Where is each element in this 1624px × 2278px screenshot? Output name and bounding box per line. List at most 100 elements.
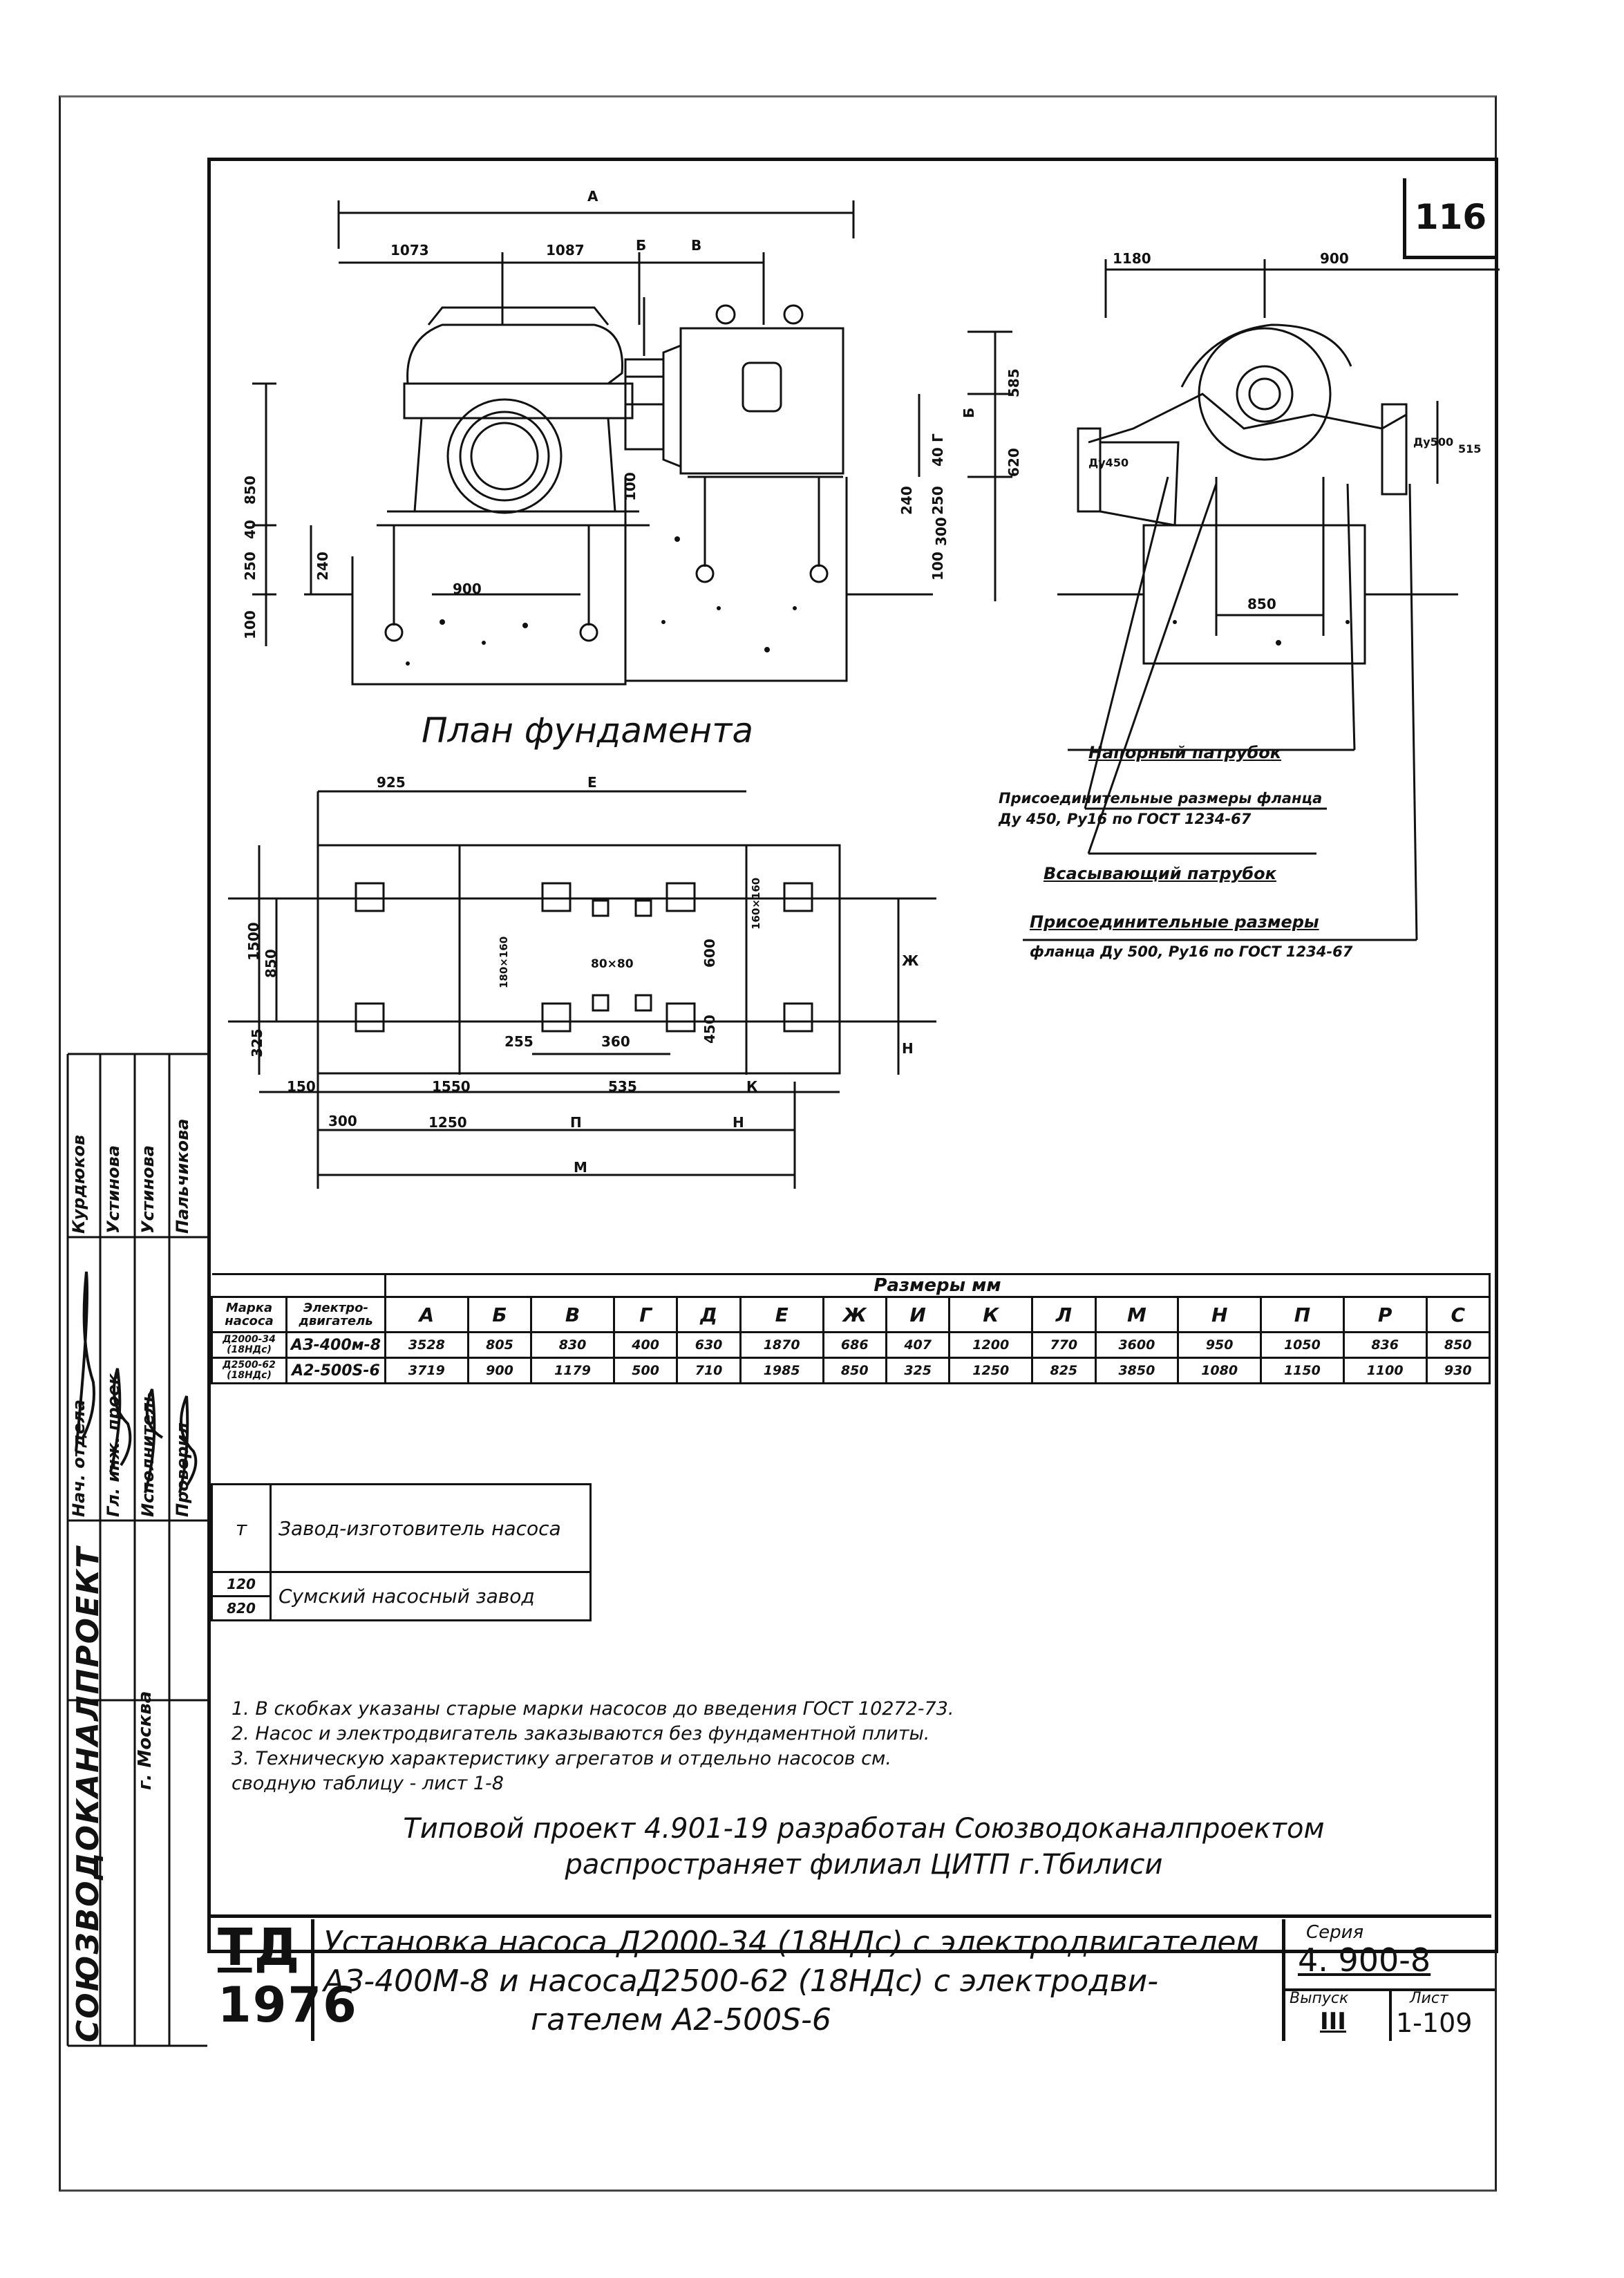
callout-suction-flange-1: Присоединительные размеры (1030, 912, 1319, 932)
typical-project-line-1: Типовой проект 4.901-19 разработан Союзв… (403, 1813, 1325, 1845)
col-B: Б (466, 1296, 533, 1333)
note-1: 1. В скобках указаны старые марки насосо… (232, 1698, 954, 1720)
plan-dim-255: 255 (504, 1033, 534, 1050)
row1-K: 1200 (948, 1331, 1034, 1359)
dim-40-left: 40 (242, 520, 258, 539)
dim-1087: 1087 (546, 242, 585, 258)
row1-V: 830 (530, 1331, 615, 1359)
row1-S: 850 (1425, 1331, 1491, 1359)
dim-300-side: 300 (933, 517, 950, 546)
col-R: Р (1342, 1296, 1428, 1333)
row2-P: 1150 (1260, 1357, 1345, 1384)
row2-L: 825 (1031, 1357, 1097, 1384)
dim-1073: 1073 (390, 242, 429, 258)
row2-N: 1080 (1177, 1357, 1263, 1384)
row1-D: 630 (676, 1331, 742, 1359)
signatures (75, 1271, 198, 1494)
plan-dim-360: 360 (601, 1033, 630, 1050)
row1-A: 3528 (384, 1331, 469, 1359)
row2-S: 930 (1425, 1357, 1491, 1384)
plan-dim-E: Е (587, 774, 597, 791)
side-name-4: Пальчикова (173, 1118, 192, 1234)
plan-dim-K: К (746, 1078, 758, 1095)
col-Zh: Ж (822, 1296, 887, 1333)
note-3: 3. Техническую характеристику агрегатов … (232, 1748, 891, 1769)
dim-B: Б (636, 237, 647, 254)
td-box (211, 1919, 314, 2041)
col-P: П (1260, 1296, 1345, 1333)
plan-dim-325: 325 (249, 1028, 265, 1057)
seria-value: 4. 900-8 (1298, 1941, 1431, 1979)
row2-A: 3719 (384, 1357, 469, 1384)
col-A: А (384, 1296, 469, 1333)
dim-A: А (587, 188, 598, 205)
dim-B-side: Б (961, 407, 977, 418)
col-pump: Марка насоса (211, 1296, 287, 1333)
row1-Zh: 686 (822, 1331, 887, 1359)
row1-motor: АЗ-400м-8 (285, 1331, 386, 1359)
row2-motor: А2-500S-6 (285, 1357, 386, 1384)
row2-I: 325 (885, 1357, 951, 1384)
dim-du450: Ду450 (1088, 456, 1129, 469)
col-S: С (1425, 1296, 1491, 1333)
plan-dim-450: 450 (701, 1015, 718, 1044)
maker-name: Сумский насосный завод (270, 1571, 592, 1621)
row2-V: 1179 (530, 1357, 615, 1384)
col-G: Г (612, 1296, 679, 1333)
row2-R: 1100 (1342, 1357, 1428, 1384)
dim-250: 250 (929, 486, 946, 515)
row1-G: 400 (612, 1331, 679, 1359)
note-3-cont: сводную таблицу - лист 1-8 (232, 1773, 504, 1794)
row2-D: 710 (676, 1357, 742, 1384)
plan-dim-1500: 1500 (245, 922, 262, 961)
col-M: М (1094, 1296, 1180, 1333)
dim-100-mid: 100 (622, 472, 639, 501)
row2-E: 1985 (739, 1357, 824, 1384)
plan-dim-80: 80×80 (591, 957, 634, 971)
row2-M: 3850 (1094, 1357, 1180, 1384)
plan-dim-N: Н (733, 1114, 744, 1131)
vypusk-value: III (1320, 2008, 1346, 2035)
plan-dim-850: 850 (263, 949, 279, 978)
notes: 1. В скобках указаны старые марки насосо… (232, 1697, 954, 1796)
seria-box: Серия 4. 900-8 Выпуск III Лист 1-109 (1282, 1919, 1495, 2041)
row2-K: 1250 (948, 1357, 1034, 1384)
col-L: Л (1031, 1296, 1097, 1333)
maker-code-1: 120 (211, 1571, 272, 1597)
row1-B: 805 (466, 1331, 533, 1359)
col-V: В (530, 1296, 615, 1333)
dimensions-table: Размеры мм Марка насоса Электро- двигате… (211, 1273, 1491, 1384)
col-D: Д (676, 1296, 742, 1333)
dim-240-left: 240 (314, 552, 331, 581)
dim-515: 515 (1458, 442, 1482, 455)
plan-dim-P: П (570, 1114, 582, 1131)
side-name-3: Устинова (138, 1145, 158, 1234)
title-line-1: Установка насоса Д2000-34 (18НДс) с элек… (323, 1925, 1259, 1960)
plan-dim-150: 150 (287, 1078, 316, 1095)
dim-900: 900 (453, 581, 482, 597)
table-row: 820 (211, 1595, 591, 1621)
row1-E: 1870 (739, 1331, 824, 1359)
plan-dim-925: 925 (377, 774, 406, 791)
list-value: 1-109 (1396, 2008, 1473, 2038)
plan-dim-Zh: Ж (902, 952, 919, 969)
row1-N: 950 (1177, 1331, 1263, 1359)
dim-850: 850 (1247, 596, 1276, 612)
row2-Zh: 850 (822, 1357, 887, 1384)
dim-585: 585 (1005, 368, 1022, 397)
plan-dim-N-side: Н (902, 1040, 914, 1057)
plan-dim-600: 600 (701, 939, 718, 968)
dim-100-left: 100 (242, 610, 258, 639)
dims-table-header: Размеры мм (384, 1273, 1491, 1298)
maker-header: Завод-изготовитель насоса (270, 1483, 592, 1573)
table-row: Д2500-62 (18НДс) А2-500S-6 3719 900 1179… (211, 1357, 1491, 1384)
dim-240: 240 (898, 486, 915, 515)
dim-1180: 1180 (1113, 250, 1151, 267)
row2-G: 500 (612, 1357, 679, 1384)
typical-project: Типовой проект 4.901-19 разработан Союзв… (325, 1811, 1403, 1883)
title-line-3: гателем А2-500S-6 (531, 2002, 831, 2037)
row2-B: 900 (466, 1357, 533, 1384)
dim-850-left: 850 (242, 476, 258, 505)
table-row: Д2000-34 (18НДс) АЗ-400м-8 3528 805 830 … (211, 1331, 1491, 1359)
dim-40: 40 (929, 447, 946, 467)
